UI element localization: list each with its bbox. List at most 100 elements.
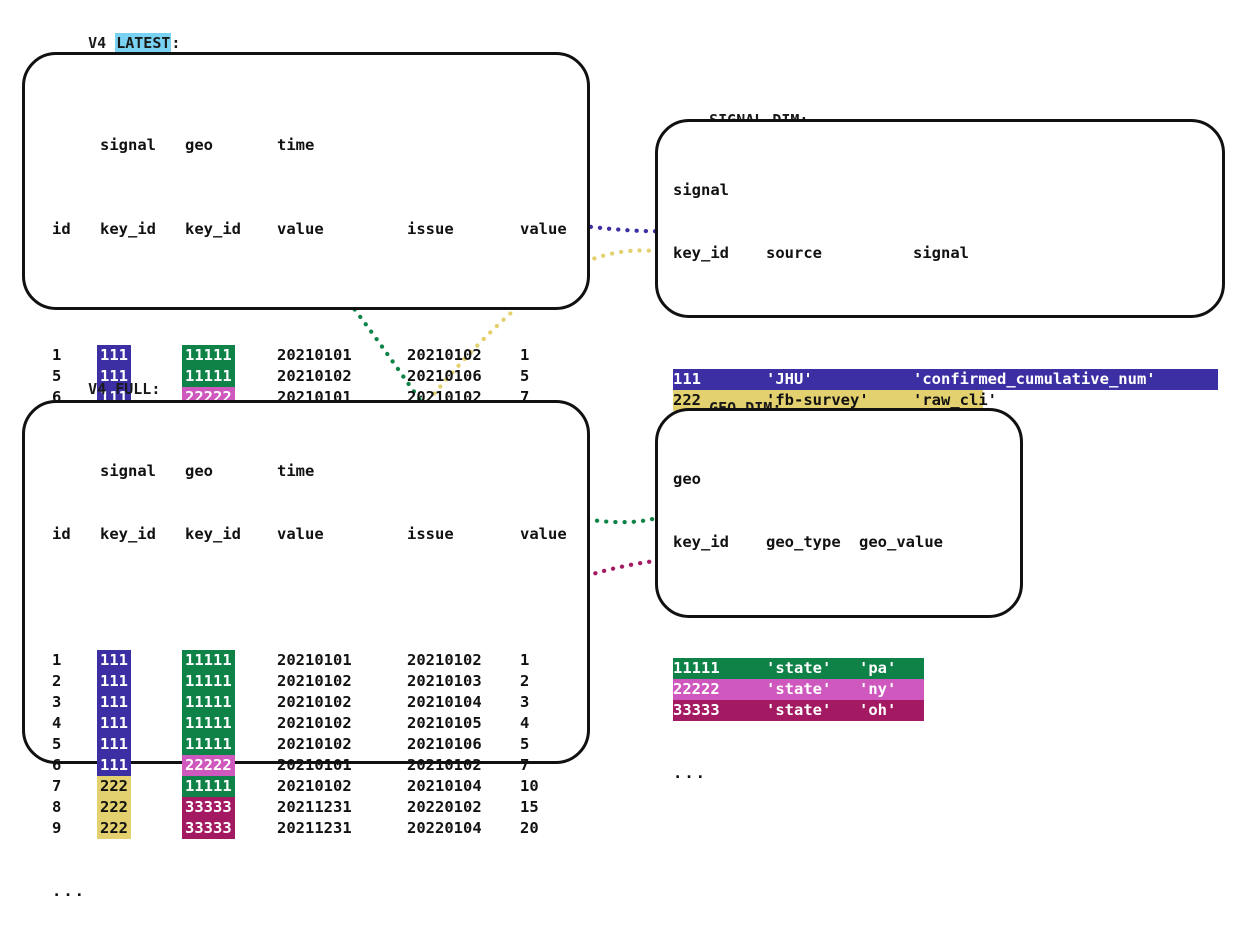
full-row-geo-key-id: 11111 — [182, 692, 235, 713]
full-row-signal-key-id: 222 — [97, 818, 131, 839]
full-row-id: 1 — [52, 651, 62, 669]
signal-dim-row-source: 'JHU' — [766, 370, 813, 388]
latest-row-value: 7 — [520, 388, 530, 406]
geo-dim-ellipsis-row: ... — [673, 763, 1018, 784]
v4-full-table: signal geo time id key_id key_id value i… — [52, 419, 582, 944]
full-header-time: time — [277, 462, 315, 480]
geo-dim-rows: 11111'state''pa'22222'state''ny'33333'st… — [673, 658, 1018, 721]
signal-dim-row-source: 'fb-survey' — [766, 391, 869, 409]
geo-dim-row-highlight — [673, 679, 924, 700]
full-row-id: 8 — [52, 798, 62, 816]
full-header-id: id — [52, 525, 71, 543]
signal-dim-header-source: source — [766, 244, 822, 262]
latest-row-time-value: 20210102 — [277, 367, 352, 385]
table-row: 11111'state''pa' — [673, 658, 1018, 679]
signal-dim-row-key-id: 111 — [673, 370, 701, 388]
signal-dim-box — [655, 119, 1225, 318]
table-row: 111'JHU''confirmed_cumulative_num' — [673, 369, 1218, 390]
table-header-row-2: id key_id key_id value issue value — [52, 219, 582, 240]
table-spacer — [52, 282, 582, 303]
latest-row-geo-key-id: 11111 — [182, 345, 235, 366]
full-row-issue: 20210102 — [407, 756, 482, 774]
full-row-issue: 20220104 — [407, 819, 482, 837]
full-ellipsis-row: ... — [52, 881, 582, 902]
diagram-canvas: V4 LATEST: signal geo time id key_id key… — [22, 16, 1225, 900]
full-header-geo: geo — [185, 462, 213, 480]
geo-dim-header-row-2: key_id geo_type geo_value — [673, 532, 1018, 553]
geo-dim-header-row-1: geo — [673, 469, 1018, 490]
geo-dim-row-geo-value: 'oh' — [859, 701, 897, 719]
full-header-issue: issue — [407, 525, 454, 543]
full-row-issue: 20210105 — [407, 714, 482, 732]
full-row-signal-key-id: 222 — [97, 776, 131, 797]
geo-dim-row-highlight — [673, 700, 924, 721]
caption-v4-full: V4 FULL: — [52, 362, 160, 416]
full-row-geo-key-id: 33333 — [182, 797, 235, 818]
header-signal-keyid: key_id — [100, 220, 156, 238]
latest-row-value: 5 — [520, 367, 530, 385]
full-row-issue: 20210104 — [407, 693, 482, 711]
geo-dim-header-geo: geo — [673, 470, 701, 488]
full-row-geo-key-id: 11111 — [182, 713, 235, 734]
full-row-time-value: 20210101 — [277, 651, 352, 669]
full-row-issue: 20210104 — [407, 777, 482, 795]
latest-row-signal-key-id: 111 — [97, 366, 131, 387]
header-time: time — [277, 136, 315, 154]
geo-dim-row-highlight — [673, 658, 924, 679]
full-row-signal-key-id: 222 — [97, 797, 131, 818]
latest-row-issue: 20210106 — [407, 367, 482, 385]
full-row-value: 2 — [520, 672, 530, 690]
geo-dim-spacer — [673, 595, 1018, 616]
signal-dim-header-row-1: signal — [673, 180, 1218, 201]
signal-dim-row-highlight — [673, 390, 983, 411]
full-row-issue: 20220102 — [407, 798, 482, 816]
full-ellipsis: ... — [52, 882, 86, 900]
full-row-issue: 20210106 — [407, 735, 482, 753]
geo-dim-table: geo key_id geo_type geo_value 11111 'stat… — [673, 427, 1018, 826]
full-row-value: 1 — [520, 651, 530, 669]
header-time-value: value — [277, 220, 324, 238]
full-row-value: 3 — [520, 693, 530, 711]
full-row-issue: 20210103 — [407, 672, 482, 690]
full-table-spacer — [52, 587, 582, 608]
full-row-id: 3 — [52, 693, 62, 711]
full-row-value: 4 — [520, 714, 530, 732]
caption-latest-prefix: V4 — [88, 34, 116, 52]
full-row-signal-key-id: 111 — [97, 650, 131, 671]
geo-dim-row-geo-value: 'ny' — [859, 680, 897, 698]
table-header-row-1: signal geo time — [52, 135, 582, 156]
full-row-time-value: 20210102 — [277, 714, 352, 732]
full-row-time-value: 20210102 — [277, 672, 352, 690]
full-row-time-value: 20210101 — [277, 756, 352, 774]
full-row-value: 10 — [520, 777, 539, 795]
latest-row-issue: 20210102 — [407, 346, 482, 364]
caption-full-text: V4 FULL: — [88, 380, 161, 398]
full-header-row-1: signal geo time — [52, 461, 582, 482]
signal-dim-header-signal: signal — [673, 181, 729, 199]
full-row-geo-key-id: 11111 — [182, 671, 235, 692]
latest-row-geo-key-id: 11111 — [182, 366, 235, 387]
full-header-row-2: id key_id key_id value issue value — [52, 524, 582, 545]
full-row-geo-key-id: 11111 — [182, 734, 235, 755]
geo-dim-header-keyid: key_id — [673, 533, 729, 551]
full-row-signal-key-id: 111 — [97, 734, 131, 755]
full-row-signal-key-id: 111 — [97, 755, 131, 776]
full-row-id: 6 — [52, 756, 62, 774]
full-row-time-value: 20210102 — [277, 693, 352, 711]
geo-dim-row-geo-type: 'state' — [766, 659, 832, 677]
full-row-value: 15 — [520, 798, 539, 816]
full-row-time-value: 20210102 — [277, 777, 352, 795]
signal-dim-spacer — [673, 306, 1218, 327]
full-header-signal: signal — [100, 462, 156, 480]
full-row-signal-key-id: 111 — [97, 713, 131, 734]
geo-dim-row-key-id: 11111 — [673, 659, 720, 677]
full-row-value: 20 — [520, 819, 539, 837]
signal-dim-rows: 111'JHU''confirmed_cumulative_num'222'fb… — [673, 369, 1218, 411]
caption-v4-latest: V4 LATEST: — [52, 16, 180, 70]
